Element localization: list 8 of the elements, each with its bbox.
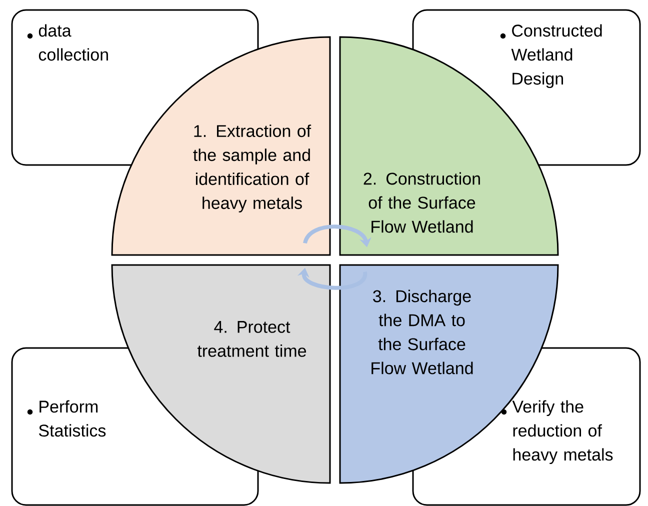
bullet-text: Constructed Wetland Design [511,24,602,88]
bullet-text: Perform Statistics [38,400,106,437]
bullet-text: data collection [38,24,108,61]
bullet-text: Verify the reduction of heavy metals [512,400,613,464]
quadrant-text: 2. Construction of the Surface Flow Wetland [364,172,480,233]
quadrant-text: 3. Discharge the DMA to the Surface Flow Wetland [372,290,473,374]
quadrant-text: 4. Protect treatment time [197,321,306,357]
quadrant-text: 1. Extraction of the sample and identification of heavy metals [193,124,312,212]
